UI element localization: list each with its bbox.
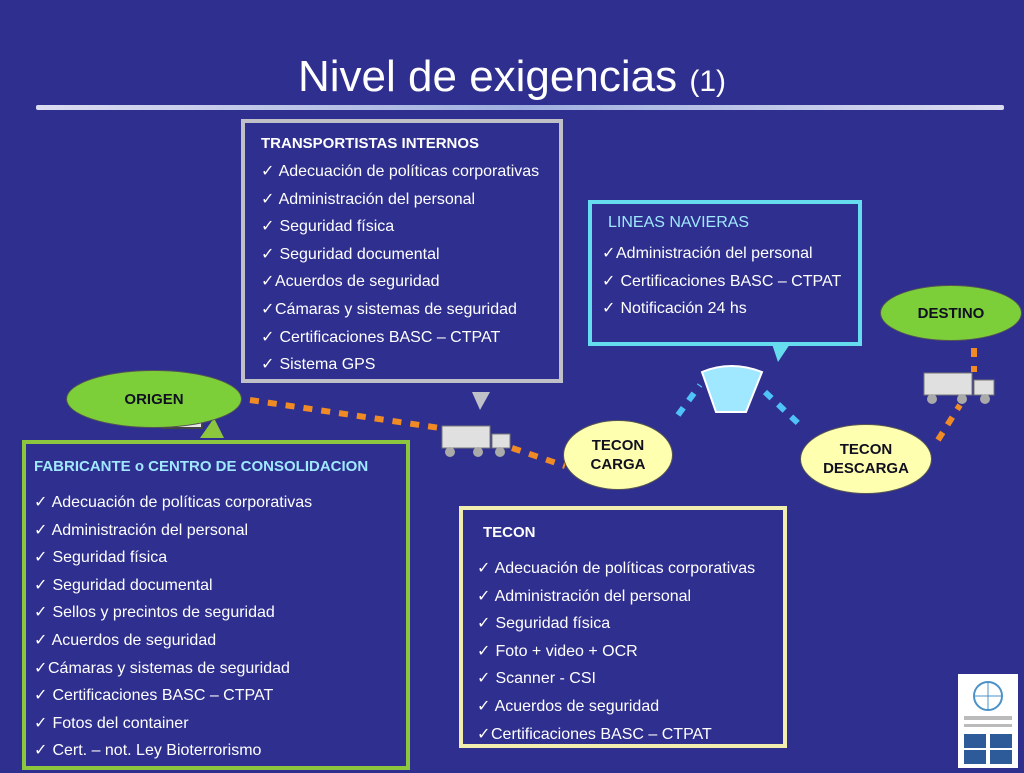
list-item: ✓ Administración del personal	[34, 517, 406, 545]
check-icon: ✓	[34, 576, 48, 594]
tecon-box: TECON ✓ Adecuación de políticas corporat…	[459, 506, 787, 748]
lineas-heading: LINEAS NAVIERAS	[608, 214, 750, 231]
lineas-navieras-box: LINEAS NAVIERAS ✓Administración del pers…	[588, 200, 862, 346]
check-icon: ✓	[34, 494, 48, 511]
list-item: ✓Cámaras y sistemas de seguridad	[261, 296, 559, 324]
tecon-carga-line2: CARGA	[590, 456, 646, 473]
destino-label: DESTINO	[917, 304, 985, 322]
list-item: ✓Acuerdos de seguridad	[261, 268, 559, 296]
ship-icon	[700, 365, 764, 413]
dotted-connector-tecon-descarga-truck	[935, 403, 963, 442]
check-icon: ✓	[34, 549, 48, 567]
check-icon: ✓	[261, 245, 275, 263]
tecon-carga-line1: TECON	[591, 437, 645, 454]
check-icon: ✓	[261, 190, 275, 208]
origen-label: ORIGEN	[124, 390, 184, 408]
list-item: ✓ Notificación 24 hs	[602, 295, 858, 323]
list-item: ✓ Sistema GPS	[261, 351, 559, 379]
list-item: ✓Cámaras y sistemas de seguridad	[34, 655, 406, 683]
destino-node: DESTINO	[880, 285, 1022, 341]
check-icon: ✓	[34, 687, 48, 705]
transportistas-internos-box: TRANSPORTISTAS INTERNOS ✓ Adecuación de …	[241, 119, 563, 383]
check-icon: ✓	[477, 697, 491, 715]
origen-node: ORIGEN	[66, 370, 242, 428]
dotted-connector-truck-tecon-carga	[511, 445, 566, 469]
list-item: ✓ Administración del personal	[477, 583, 783, 611]
arrow-icon	[200, 418, 224, 438]
lineas-list: ✓Administración del personal ✓ Certifica…	[602, 240, 858, 323]
check-icon: ✓	[477, 642, 491, 660]
check-icon: ✓	[261, 218, 275, 236]
transportistas-list: ✓ Adecuación de políticas corporativas ✓…	[261, 158, 559, 379]
tecon-descarga-node: TECON DESCARGA	[800, 424, 932, 494]
title-main: Nivel de exigencias	[298, 52, 678, 101]
list-item: ✓Administración del personal	[602, 240, 858, 268]
un-logo-icon	[958, 674, 1018, 768]
list-item: ✓ Acuerdos de seguridad	[477, 693, 783, 721]
check-icon: ✓	[261, 300, 275, 318]
tecon-descarga-line2: DESCARGA	[823, 460, 909, 477]
arrow-icon	[472, 392, 490, 410]
check-icon: ✓	[34, 631, 48, 649]
list-item: ✓ Sellos y precintos de seguridad	[34, 599, 406, 627]
slide-title: Nivel de exigencias (1)	[0, 52, 1024, 102]
list-item: ✓ Adecuación de políticas corporativas	[34, 489, 406, 517]
check-icon: ✓	[34, 714, 48, 732]
check-icon: ✓	[602, 245, 616, 262]
dotted-connector-tecon-carga-ship	[675, 383, 703, 417]
list-item: ✓ Adecuación de políticas corporativas	[477, 555, 783, 583]
arrow-icon	[772, 344, 790, 362]
list-item: ✓ Seguridad física	[34, 544, 406, 572]
list-item: ✓ Seguridad documental	[261, 241, 559, 269]
check-icon: ✓	[261, 163, 275, 180]
truck-icon	[923, 372, 995, 404]
fabricante-heading: FABRICANTE o CENTRO DE CONSOLIDACION	[34, 458, 369, 475]
fabricante-list: ✓ Adecuación de políticas corporativas ✓…	[34, 489, 406, 765]
transportistas-heading: TRANSPORTISTAS INTERNOS	[261, 135, 480, 152]
list-item: ✓ Seguridad física	[477, 610, 783, 638]
tecon-list: ✓ Adecuación de políticas corporativas ✓…	[477, 555, 783, 748]
list-item: ✓Certificaciones BASC – CTPAT	[477, 721, 783, 749]
list-item: ✓ Fotos del container	[34, 710, 406, 738]
check-icon: ✓	[477, 560, 491, 577]
list-item: ✓ Cert. – not. Ley Bioterrorismo	[34, 737, 406, 765]
check-icon: ✓	[602, 272, 616, 290]
fabricante-box: FABRICANTE o CENTRO DE CONSOLIDACION ✓ A…	[22, 440, 410, 770]
list-item: ✓ Scanner - CSI	[477, 665, 783, 693]
check-icon: ✓	[477, 725, 491, 743]
check-icon: ✓	[261, 273, 275, 291]
tecon-heading: TECON	[483, 524, 536, 541]
check-icon: ✓	[477, 615, 491, 633]
truck-icon	[441, 425, 511, 457]
check-icon: ✓	[34, 742, 48, 760]
list-item: ✓ Certificaciones BASC – CTPAT	[34, 682, 406, 710]
dotted-connector-origen-truck	[249, 397, 441, 431]
check-icon: ✓	[34, 604, 48, 622]
check-icon: ✓	[602, 300, 616, 318]
tecon-descarga-line1: TECON	[839, 441, 893, 458]
list-item: ✓ Acuerdos de seguridad	[34, 627, 406, 655]
list-item: ✓ Adecuación de políticas corporativas	[261, 158, 559, 186]
check-icon: ✓	[34, 659, 48, 677]
list-item: ✓ Certificaciones BASC – CTPAT	[261, 324, 559, 352]
list-item: ✓ Certificaciones BASC – CTPAT	[602, 268, 858, 296]
check-icon: ✓	[477, 670, 491, 688]
check-icon: ✓	[34, 521, 48, 539]
list-item: ✓ Administración del personal	[261, 186, 559, 214]
check-icon: ✓	[261, 328, 275, 346]
check-icon: ✓	[477, 587, 491, 605]
title-suffix: (1)	[689, 65, 726, 98]
un-emblem-graphic	[964, 681, 1012, 764]
list-item: ✓ Seguridad física	[261, 213, 559, 241]
check-icon: ✓	[261, 356, 275, 374]
title-underline	[36, 105, 1004, 110]
list-item: ✓ Foto + video + OCR	[477, 638, 783, 666]
tecon-carga-node: TECON CARGA	[563, 420, 673, 490]
list-item: ✓ Seguridad documental	[34, 572, 406, 600]
dotted-connector-ship-tecon-descarga	[762, 389, 803, 428]
